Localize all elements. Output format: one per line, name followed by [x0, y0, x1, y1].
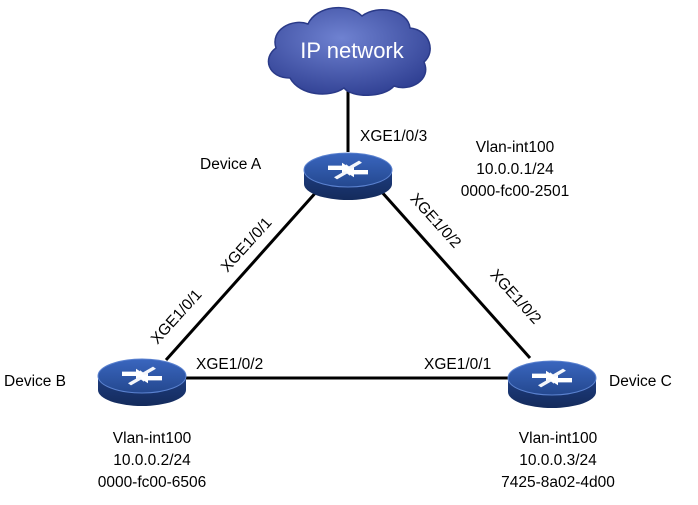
ip-c: 10.0.0.3/24 [519, 452, 597, 469]
port-b-to-a: XGE1/0/1 [148, 286, 206, 347]
port-c-to-b: XGE1/0/1 [424, 356, 491, 373]
device-a-name: Device A [200, 156, 262, 173]
switch-icon [97, 358, 187, 406]
ip-b: 10.0.0.2/24 [113, 452, 191, 469]
mac-a: 0000-fc00-2501 [461, 183, 570, 200]
link-a-c [378, 189, 532, 359]
port-a-to-b: XGE1/0/1 [218, 214, 276, 275]
cloud-label: IP network [300, 38, 405, 63]
vlan-int-c: Vlan-int100 [519, 430, 598, 447]
switch-icon [507, 360, 597, 408]
vlan-int-b: Vlan-int100 [113, 430, 192, 447]
switch-icon [303, 152, 393, 200]
device-b-switch [97, 358, 187, 406]
mac-c: 7425-8a02-4d00 [501, 474, 615, 491]
interface-info-c: Vlan-int100 10.0.0.3/24 7425-8a02-4d00 [501, 430, 615, 491]
port-a-to-c: XGE1/0/2 [407, 190, 465, 251]
interface-info-a: Vlan-int100 10.0.0.1/24 0000-fc00-2501 [461, 139, 570, 200]
port-b-to-c: XGE1/0/2 [196, 356, 263, 373]
port-a-uplink: XGE1/0/3 [360, 128, 427, 145]
device-c-name: Device C [609, 373, 672, 390]
mac-b: 0000-fc00-6506 [98, 474, 207, 491]
cloud-icon: IP network [267, 6, 431, 96]
link-a-b [164, 189, 320, 361]
device-a-switch [303, 152, 393, 200]
vlan-int-a: Vlan-int100 [476, 139, 555, 156]
device-b-name: Device B [4, 373, 66, 390]
device-c-switch [507, 360, 597, 408]
interface-info-b: Vlan-int100 10.0.0.2/24 0000-fc00-6506 [98, 430, 207, 491]
ip-a: 10.0.0.1/24 [476, 161, 554, 178]
